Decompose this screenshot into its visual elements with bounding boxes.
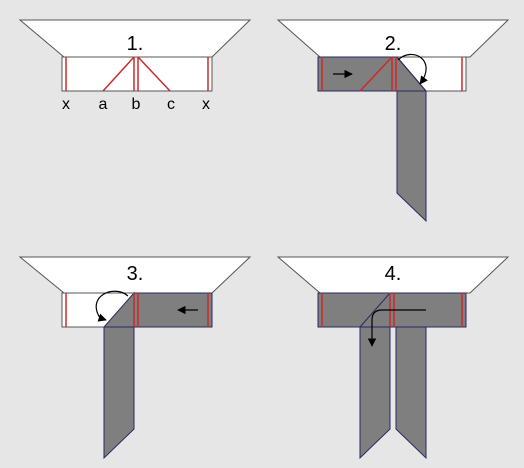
- fold-line-diagonal-2: [396, 56, 427, 92]
- step-label-1: 1.: [127, 33, 144, 55]
- fold-line-a-diagonal: [102, 56, 135, 92]
- point-label-x-right: x: [202, 96, 210, 113]
- point-label-b: b: [132, 96, 141, 113]
- hanging-belt-tail: [103, 326, 135, 460]
- jacket-collar-shape: [276, 19, 510, 58]
- tuck-arrow-icon: [367, 309, 426, 347]
- panel-3: 3.: [18, 256, 252, 460]
- step-label-3: 3.: [127, 263, 144, 285]
- fold-line-c-diagonal: [137, 56, 171, 92]
- folded-belt-band: [317, 56, 393, 92]
- curved-arrow-icon: [397, 54, 428, 85]
- step-label-2: 2.: [385, 33, 402, 55]
- hanging-belt-tail: [396, 90, 427, 223]
- curved-arrow-icon: [95, 290, 129, 322]
- jacket-collar-shape: [276, 256, 510, 294]
- panel-2: 2.: [276, 19, 510, 223]
- panel-1: 1. x a b c x: [18, 19, 252, 113]
- point-label-a: a: [99, 96, 108, 113]
- folded-belt-band: [133, 292, 213, 328]
- hanging-belt-tail-right: [395, 326, 427, 460]
- belt-strip: [61, 56, 213, 92]
- point-label-x-left: x: [62, 96, 70, 113]
- fold-line-diagonal: [359, 56, 393, 92]
- panel-4: 4.: [276, 256, 510, 460]
- step-label-4: 4.: [385, 263, 402, 285]
- point-label-c: c: [167, 96, 175, 113]
- hanging-belt-tail-left: [359, 326, 391, 460]
- crossing-edge: [359, 292, 391, 328]
